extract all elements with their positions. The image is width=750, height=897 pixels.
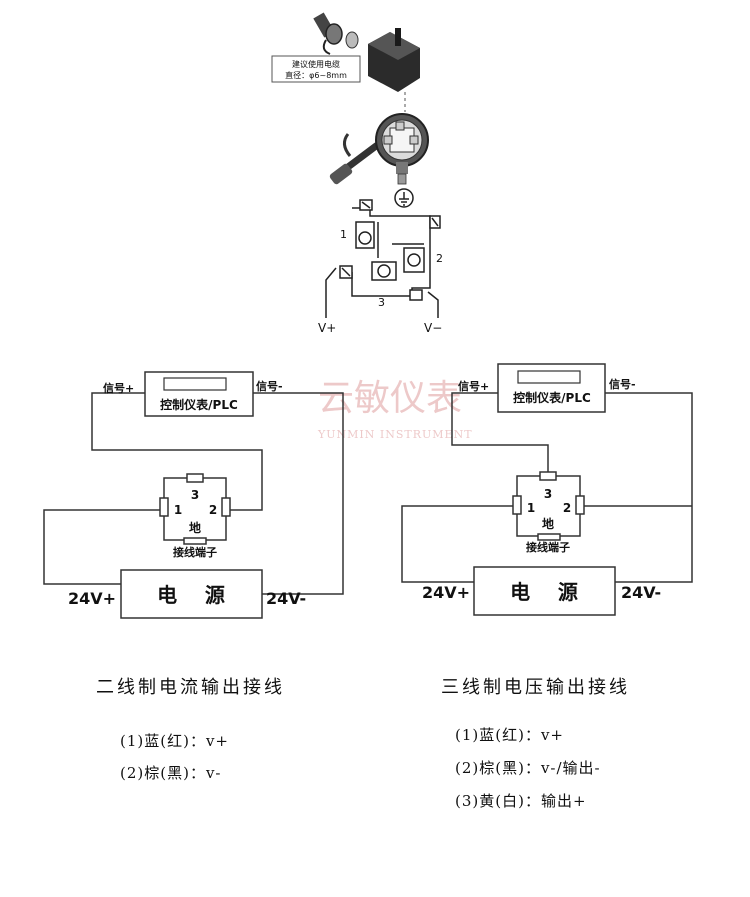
right-power-box bbox=[473, 566, 616, 616]
right-wires bbox=[401, 392, 693, 583]
right-legend-item-3: (3)黄(白)：输出+ bbox=[455, 792, 587, 810]
right-ground: 地 bbox=[542, 516, 554, 531]
right-plc-label: 控制仪表/PLC bbox=[513, 390, 591, 405]
terminal-block-drawing bbox=[325, 188, 441, 318]
connector-plug-icon bbox=[368, 28, 420, 112]
left-term-3: 3 bbox=[191, 488, 199, 502]
right-wiring-diagram: 控制仪表/PLC 信号+ 信号- 3 1 2 地 接线端子 电 源 24V+ 2… bbox=[401, 363, 693, 616]
right-power-label: 电 源 bbox=[510, 580, 578, 604]
right-term-3: 3 bbox=[544, 487, 552, 501]
cable-note-line2: 直径：φ6~8mm bbox=[285, 70, 347, 80]
watermark-cn: 云敏仪表 bbox=[318, 378, 462, 419]
right-caption: 三线制电压输出接线 bbox=[441, 677, 630, 698]
left-power-box bbox=[120, 569, 263, 619]
right-term-1: 1 bbox=[527, 501, 535, 515]
connector-illustration: 建议使用电缆 直径：φ6~8mm bbox=[271, 12, 443, 335]
left-signal-plus: 信号+ bbox=[103, 381, 134, 395]
right-term-2: 2 bbox=[563, 501, 571, 515]
left-power-label: 电 源 bbox=[157, 583, 225, 607]
right-signal-minus: 信号- bbox=[609, 377, 636, 391]
cable-gland-icon bbox=[313, 12, 359, 55]
right-terminal-box bbox=[512, 471, 585, 541]
v-minus-label: V− bbox=[424, 321, 442, 335]
left-24v-plus: 24V+ bbox=[68, 589, 116, 608]
cable-note-line1: 建议使用电缆 bbox=[292, 59, 340, 69]
right-24v-plus: 24V+ bbox=[422, 583, 470, 602]
right-terminal-label: 接线端子 bbox=[526, 540, 570, 554]
pin-1-label: 1 bbox=[340, 228, 347, 241]
right-24v-minus: 24V- bbox=[621, 583, 661, 602]
connector-insert-icon bbox=[375, 113, 429, 185]
left-terminal-label: 接线端子 bbox=[173, 545, 217, 559]
right-legend-item-1: (1)蓝(红)：v+ bbox=[455, 726, 564, 744]
left-plc-label: 控制仪表/PLC bbox=[160, 397, 238, 412]
left-wiring-diagram: 控制仪表/PLC 信号+ 信号- 3 1 2 地 接线端子 电 源 24V+ 2… bbox=[43, 371, 344, 619]
left-caption: 二线制电流输出接线 bbox=[96, 677, 285, 698]
left-plc-display bbox=[163, 377, 227, 391]
right-plc-display bbox=[517, 370, 581, 384]
cable-note-box bbox=[271, 55, 361, 83]
watermark-en: YUNMIN INSTRUMENT bbox=[317, 428, 473, 441]
left-ground: 地 bbox=[189, 520, 201, 535]
pin-2-label: 2 bbox=[436, 252, 443, 265]
left-term-2: 2 bbox=[209, 503, 217, 517]
right-signal-plus: 信号+ bbox=[458, 379, 489, 393]
left-signal-minus: 信号- bbox=[256, 379, 283, 393]
left-terminal-box bbox=[159, 473, 231, 545]
left-wires bbox=[43, 392, 344, 595]
left-legend-item-1: (1)蓝(红)：v+ bbox=[120, 732, 229, 750]
left-24v-minus: 24V- bbox=[266, 589, 306, 608]
screwdriver-icon bbox=[329, 133, 380, 185]
left-term-1: 1 bbox=[174, 503, 182, 517]
pin-3-label: 3 bbox=[378, 296, 385, 309]
left-legend-item-2: (2)棕(黑)：v- bbox=[120, 764, 222, 782]
v-plus-label: V+ bbox=[318, 321, 336, 335]
right-legend-item-2: (2)棕(黑)：v-/输出- bbox=[455, 759, 601, 777]
